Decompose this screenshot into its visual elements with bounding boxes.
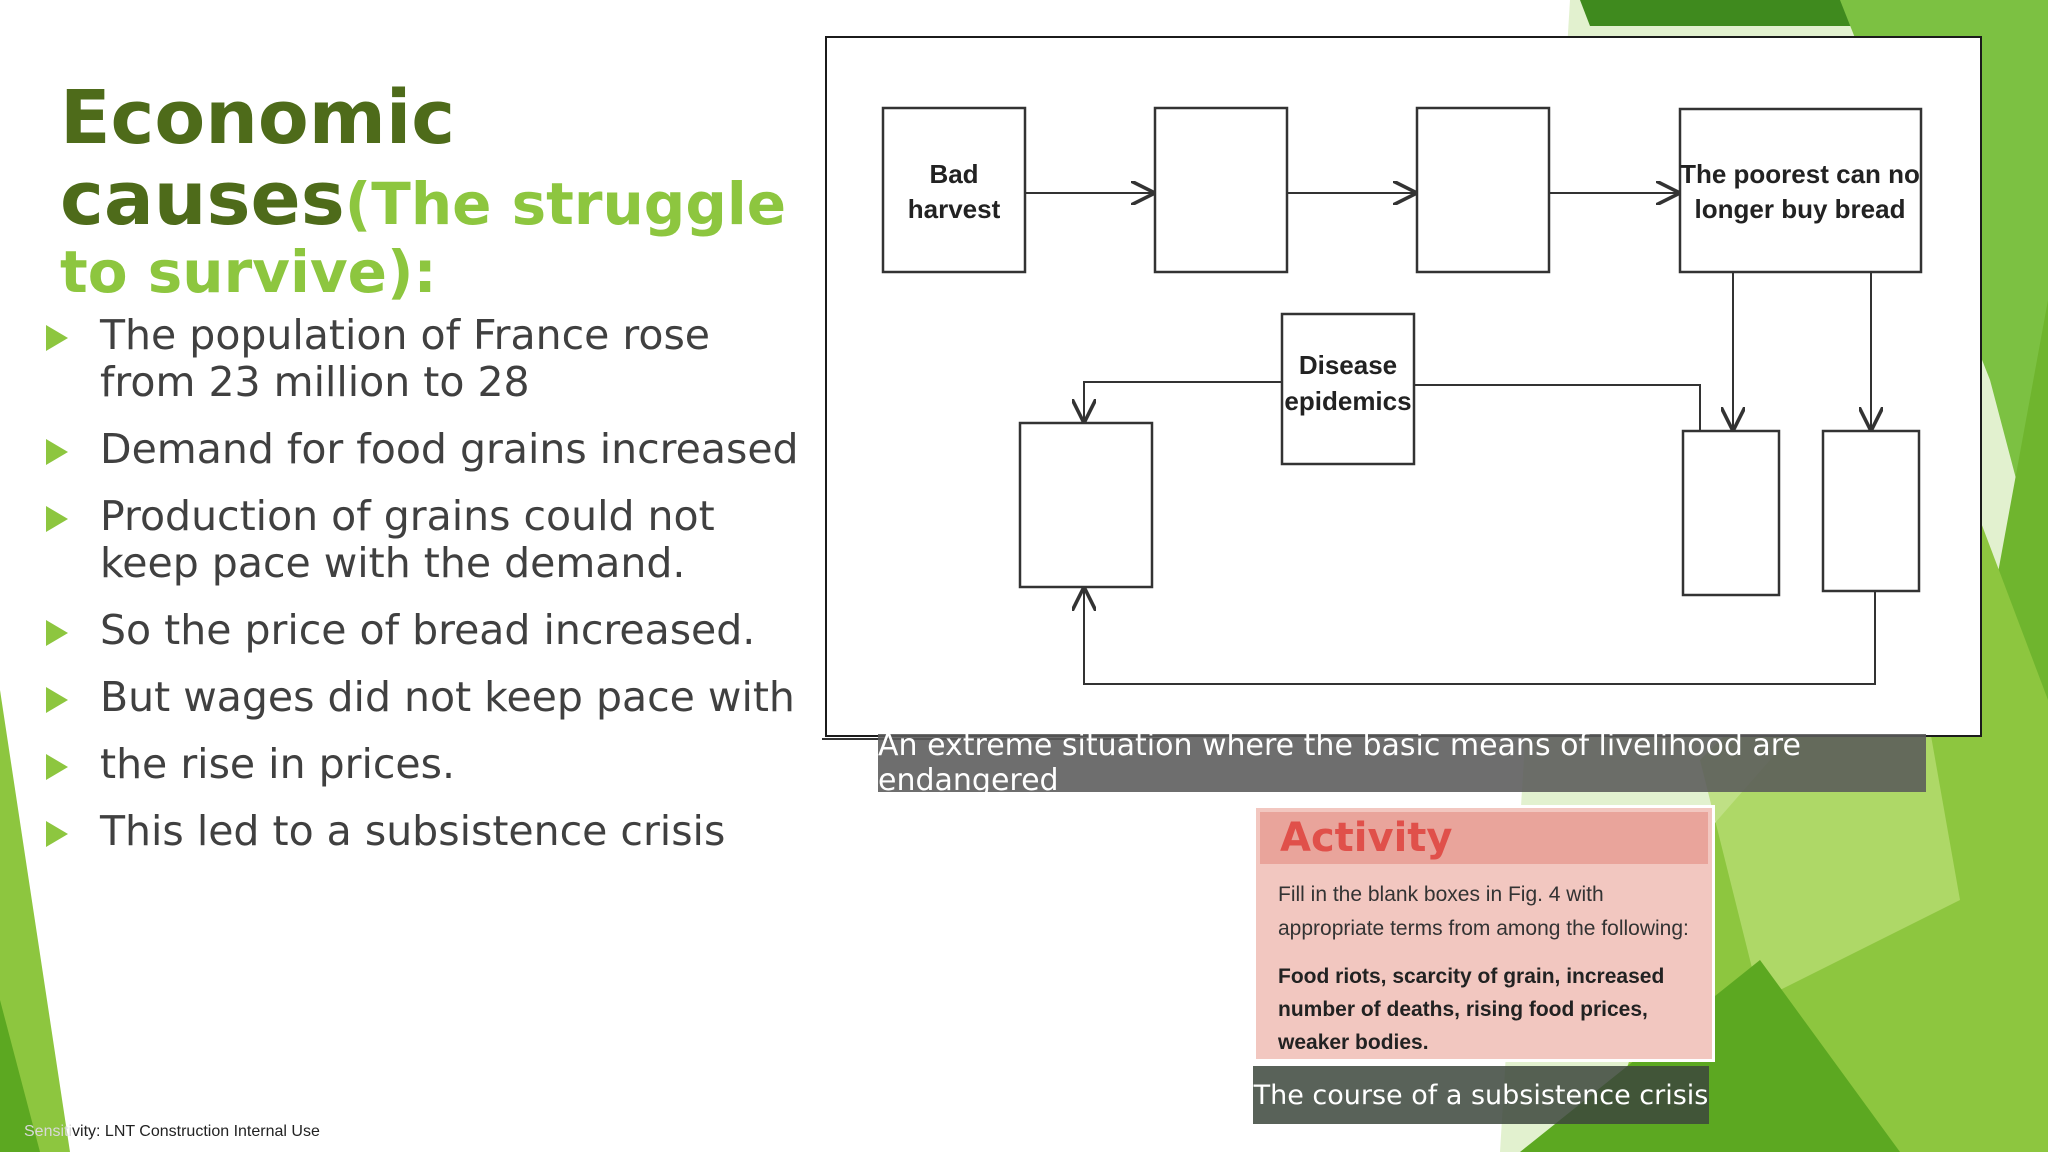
box-blank-2 — [1415, 106, 1551, 274]
bullet-list: The population of France rose from 23 mi… — [44, 312, 804, 875]
figure-caption: The course of a subsistence crisis — [1253, 1066, 1709, 1124]
activity-header: Activity — [1260, 812, 1708, 864]
arrow-blank5-to-blank3 — [1084, 587, 1876, 685]
label-poorest-1: The poorest can no — [1680, 159, 1920, 189]
box-poorest — [1678, 107, 1923, 274]
label-disease-2: epidemics — [1284, 386, 1411, 416]
label-bad-harvest-1: Bad — [929, 159, 978, 189]
sensitivity-footer: Sensitivity: LNT Construction Internal U… — [24, 1123, 320, 1140]
bullet-item: Demand for food grains increased — [44, 426, 804, 473]
bullet-arrow-icon — [46, 506, 68, 532]
title-main: Economic causes — [60, 75, 456, 243]
box-blank-5 — [1821, 429, 1921, 593]
flow-diagram: Bad harvest The poorest can no longer bu… — [881, 106, 1923, 685]
bullet-arrow-icon — [46, 821, 68, 847]
slide-title: Economic causes(The struggle to survive)… — [60, 75, 820, 306]
bullet-arrow-icon — [46, 325, 68, 351]
bullet-item: This led to a subsistence crisis — [44, 808, 804, 855]
bullet-item: But wages did not keep pace with — [44, 674, 804, 721]
box-blank-1 — [1153, 106, 1289, 274]
box-blank-4 — [1681, 429, 1781, 597]
title-subtitle: (The struggle to survive): — [60, 170, 787, 306]
bullet-item: So the price of bread increased. — [44, 607, 804, 654]
bullet-arrow-icon — [46, 754, 68, 780]
label-bad-harvest-2: harvest — [908, 194, 1001, 224]
definition-caption: An extreme situation where the basic mea… — [878, 728, 1926, 798]
box-bad-harvest — [881, 106, 1027, 274]
box-blank-3 — [1018, 421, 1154, 589]
bullet-arrow-icon — [46, 620, 68, 646]
bullet-item: Production of grains could not keep pace… — [44, 493, 804, 587]
subsistence-crisis-diagram: Bad harvest The poorest can no longer bu… — [825, 36, 1982, 737]
bullet-item: The population of France rose from 23 mi… — [44, 312, 804, 406]
bullet-arrow-icon — [46, 439, 68, 465]
line-disease-to-blank4 — [1414, 384, 1701, 431]
activity-box: Activity Fill in the blank boxes in Fig.… — [1253, 805, 1715, 1062]
bullet-arrow-icon — [46, 687, 68, 713]
label-disease-1: Disease — [1299, 350, 1397, 380]
activity-terms: Food riots, scarcity of grain, increased… — [1278, 965, 1665, 1054]
label-poorest-2: longer buy bread — [1695, 194, 1906, 224]
activity-instruction: Fill in the blank boxes in Fig. 4 with a… — [1278, 883, 1689, 940]
arrow-disease-to-blank3 — [1084, 381, 1282, 423]
bullet-item: the rise in prices. — [44, 741, 804, 788]
box-disease — [1280, 312, 1416, 466]
